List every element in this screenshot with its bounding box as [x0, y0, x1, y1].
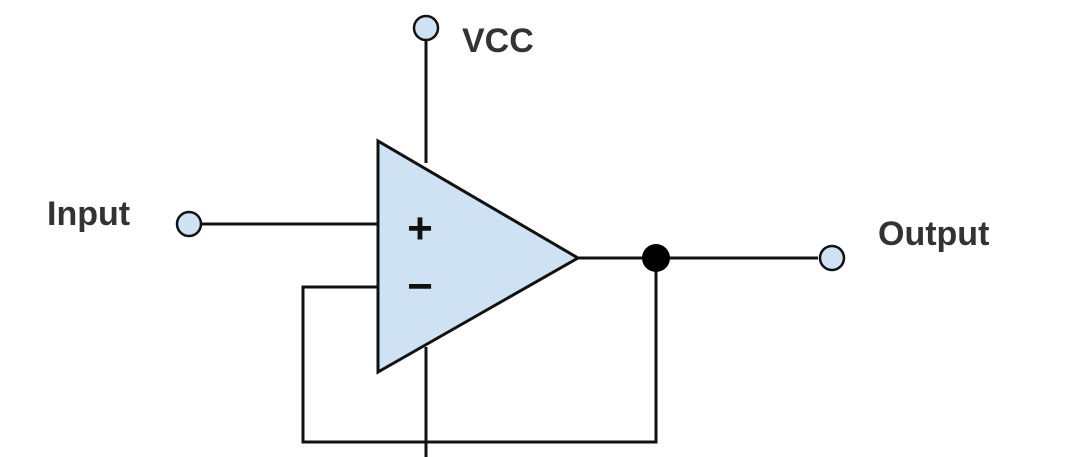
inverting-input-sign: − [407, 262, 433, 311]
op-amp-triangle [376, 138, 581, 375]
input-label: Input [47, 195, 130, 233]
feedback-wire [301, 258, 658, 444]
input-terminal [175, 210, 203, 238]
vcc-terminal [412, 14, 440, 42]
vcc-label: VCC [462, 22, 534, 60]
output-label: Output [878, 215, 989, 253]
output-junction-dot [642, 244, 670, 272]
non-inverting-input-sign: + [407, 204, 433, 253]
output-terminal [818, 244, 846, 272]
